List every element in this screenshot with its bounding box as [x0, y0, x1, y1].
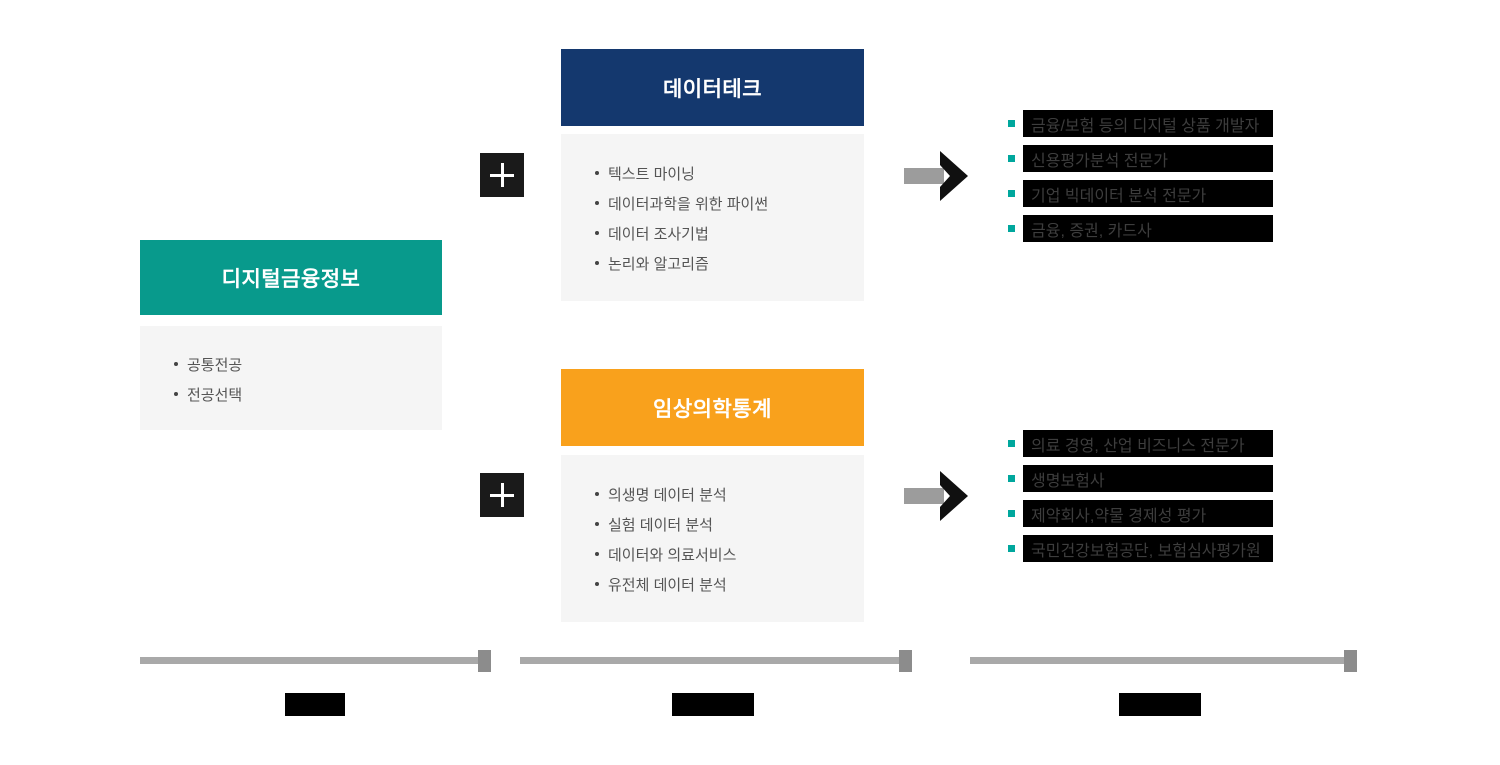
career-label: 금융/보험 등의 디지털 상품 개발자 — [1023, 110, 1273, 137]
career-label: 금융, 증권, 카드사 — [1023, 215, 1273, 242]
program-course-list: 공통전공 전공선택 — [140, 326, 442, 430]
plus-icon — [480, 153, 524, 197]
bullet-dot-icon — [595, 171, 599, 175]
list-item: 텍스트 마이닝 — [561, 158, 864, 188]
square-bullet-icon — [1008, 440, 1015, 447]
list-item: 의생명 데이터 분석 — [561, 479, 864, 509]
list-item: 논리와 알고리즘 — [561, 248, 864, 278]
career-item: 생명보험사 — [1008, 465, 1273, 492]
bullet-dot-icon — [595, 261, 599, 265]
track-title: 임상의학통계 — [653, 397, 772, 421]
arrow-right-icon — [904, 151, 968, 201]
course-label: 논리와 알고리즘 — [608, 255, 709, 273]
list-item: 공통전공 — [140, 349, 442, 379]
timeline-handle — [899, 650, 912, 672]
career-label: 신용평가분석 전문가 — [1023, 145, 1273, 172]
step-label-box — [285, 693, 345, 716]
program-title: 디지털금융정보 — [221, 267, 361, 291]
track-header: 임상의학통계 — [561, 369, 864, 446]
career-label: 기업 빅데이터 분석 전문가 — [1023, 180, 1273, 207]
square-bullet-icon — [1008, 120, 1015, 127]
bullet-dot-icon — [174, 392, 178, 396]
plus-icon — [480, 473, 524, 517]
timeline-handle — [1344, 650, 1357, 672]
bullet-dot-icon — [595, 522, 599, 526]
square-bullet-icon — [1008, 510, 1015, 517]
track-course-list: 의생명 데이터 분석 실험 데이터 분석 데이터와 의료서비스 유전체 데이터 … — [561, 455, 864, 622]
career-item: 금융/보험 등의 디지털 상품 개발자 — [1008, 110, 1273, 137]
timeline-handle — [478, 650, 491, 672]
course-label: 전공선택 — [187, 386, 243, 404]
track-title: 데이터테크 — [662, 77, 763, 101]
bullet-dot-icon — [595, 492, 599, 496]
list-item: 전공선택 — [140, 379, 442, 409]
career-item: 기업 빅데이터 분석 전문가 — [1008, 180, 1273, 207]
bullet-dot-icon — [595, 201, 599, 205]
list-item: 데이터 조사기법 — [561, 218, 864, 248]
career-item: 의료 경영, 산업 비즈니스 전문가 — [1008, 430, 1273, 457]
career-list: 의료 경영, 산업 비즈니스 전문가 생명보험사 제약회사,약물 경제성 평가 … — [1008, 430, 1273, 570]
career-item: 제약회사,약물 경제성 평가 — [1008, 500, 1273, 527]
course-label: 공통전공 — [187, 356, 243, 374]
course-label: 텍스트 마이닝 — [608, 165, 695, 183]
square-bullet-icon — [1008, 225, 1015, 232]
course-label: 유전체 데이터 분석 — [608, 576, 727, 594]
timeline-bar — [140, 657, 478, 664]
course-label: 데이터과학을 위한 파이썬 — [608, 195, 769, 213]
timeline-bar — [970, 657, 1344, 664]
course-label: 의생명 데이터 분석 — [608, 486, 727, 504]
course-label: 실험 데이터 분석 — [608, 516, 713, 534]
list-item: 데이터과학을 위한 파이썬 — [561, 188, 864, 218]
career-item: 신용평가분석 전문가 — [1008, 145, 1273, 172]
program-header: 디지털금융정보 — [140, 240, 442, 315]
course-label: 데이터와 의료서비스 — [608, 546, 737, 564]
plus-vertical-bar — [500, 163, 504, 187]
track-header: 데이터테크 — [561, 49, 864, 126]
track-course-list: 텍스트 마이닝 데이터과학을 위한 파이썬 데이터 조사기법 논리와 알고리즘 — [561, 134, 864, 301]
step-label-box — [672, 693, 754, 716]
step-label-box — [1119, 693, 1201, 716]
plus-vertical-bar — [500, 483, 504, 507]
square-bullet-icon — [1008, 190, 1015, 197]
career-item: 국민건강보험공단, 보험심사평가원 — [1008, 535, 1273, 562]
square-bullet-icon — [1008, 155, 1015, 162]
timeline-bar — [520, 657, 899, 664]
arrow-right-icon — [904, 471, 968, 521]
career-label: 생명보험사 — [1023, 465, 1273, 492]
career-label: 제약회사,약물 경제성 평가 — [1023, 500, 1273, 527]
square-bullet-icon — [1008, 475, 1015, 482]
list-item: 실험 데이터 분석 — [561, 509, 864, 539]
bullet-dot-icon — [174, 362, 178, 366]
square-bullet-icon — [1008, 545, 1015, 552]
list-item: 데이터와 의료서비스 — [561, 539, 864, 569]
course-label: 데이터 조사기법 — [608, 225, 709, 243]
bullet-dot-icon — [595, 552, 599, 556]
bullet-dot-icon — [595, 231, 599, 235]
bullet-dot-icon — [595, 582, 599, 586]
career-list: 금융/보험 등의 디지털 상품 개발자 신용평가분석 전문가 기업 빅데이터 분… — [1008, 110, 1273, 250]
career-label: 국민건강보험공단, 보험심사평가원 — [1023, 535, 1273, 562]
career-label: 의료 경영, 산업 비즈니스 전문가 — [1023, 430, 1273, 457]
list-item: 유전체 데이터 분석 — [561, 569, 864, 599]
career-item: 금융, 증권, 카드사 — [1008, 215, 1273, 242]
